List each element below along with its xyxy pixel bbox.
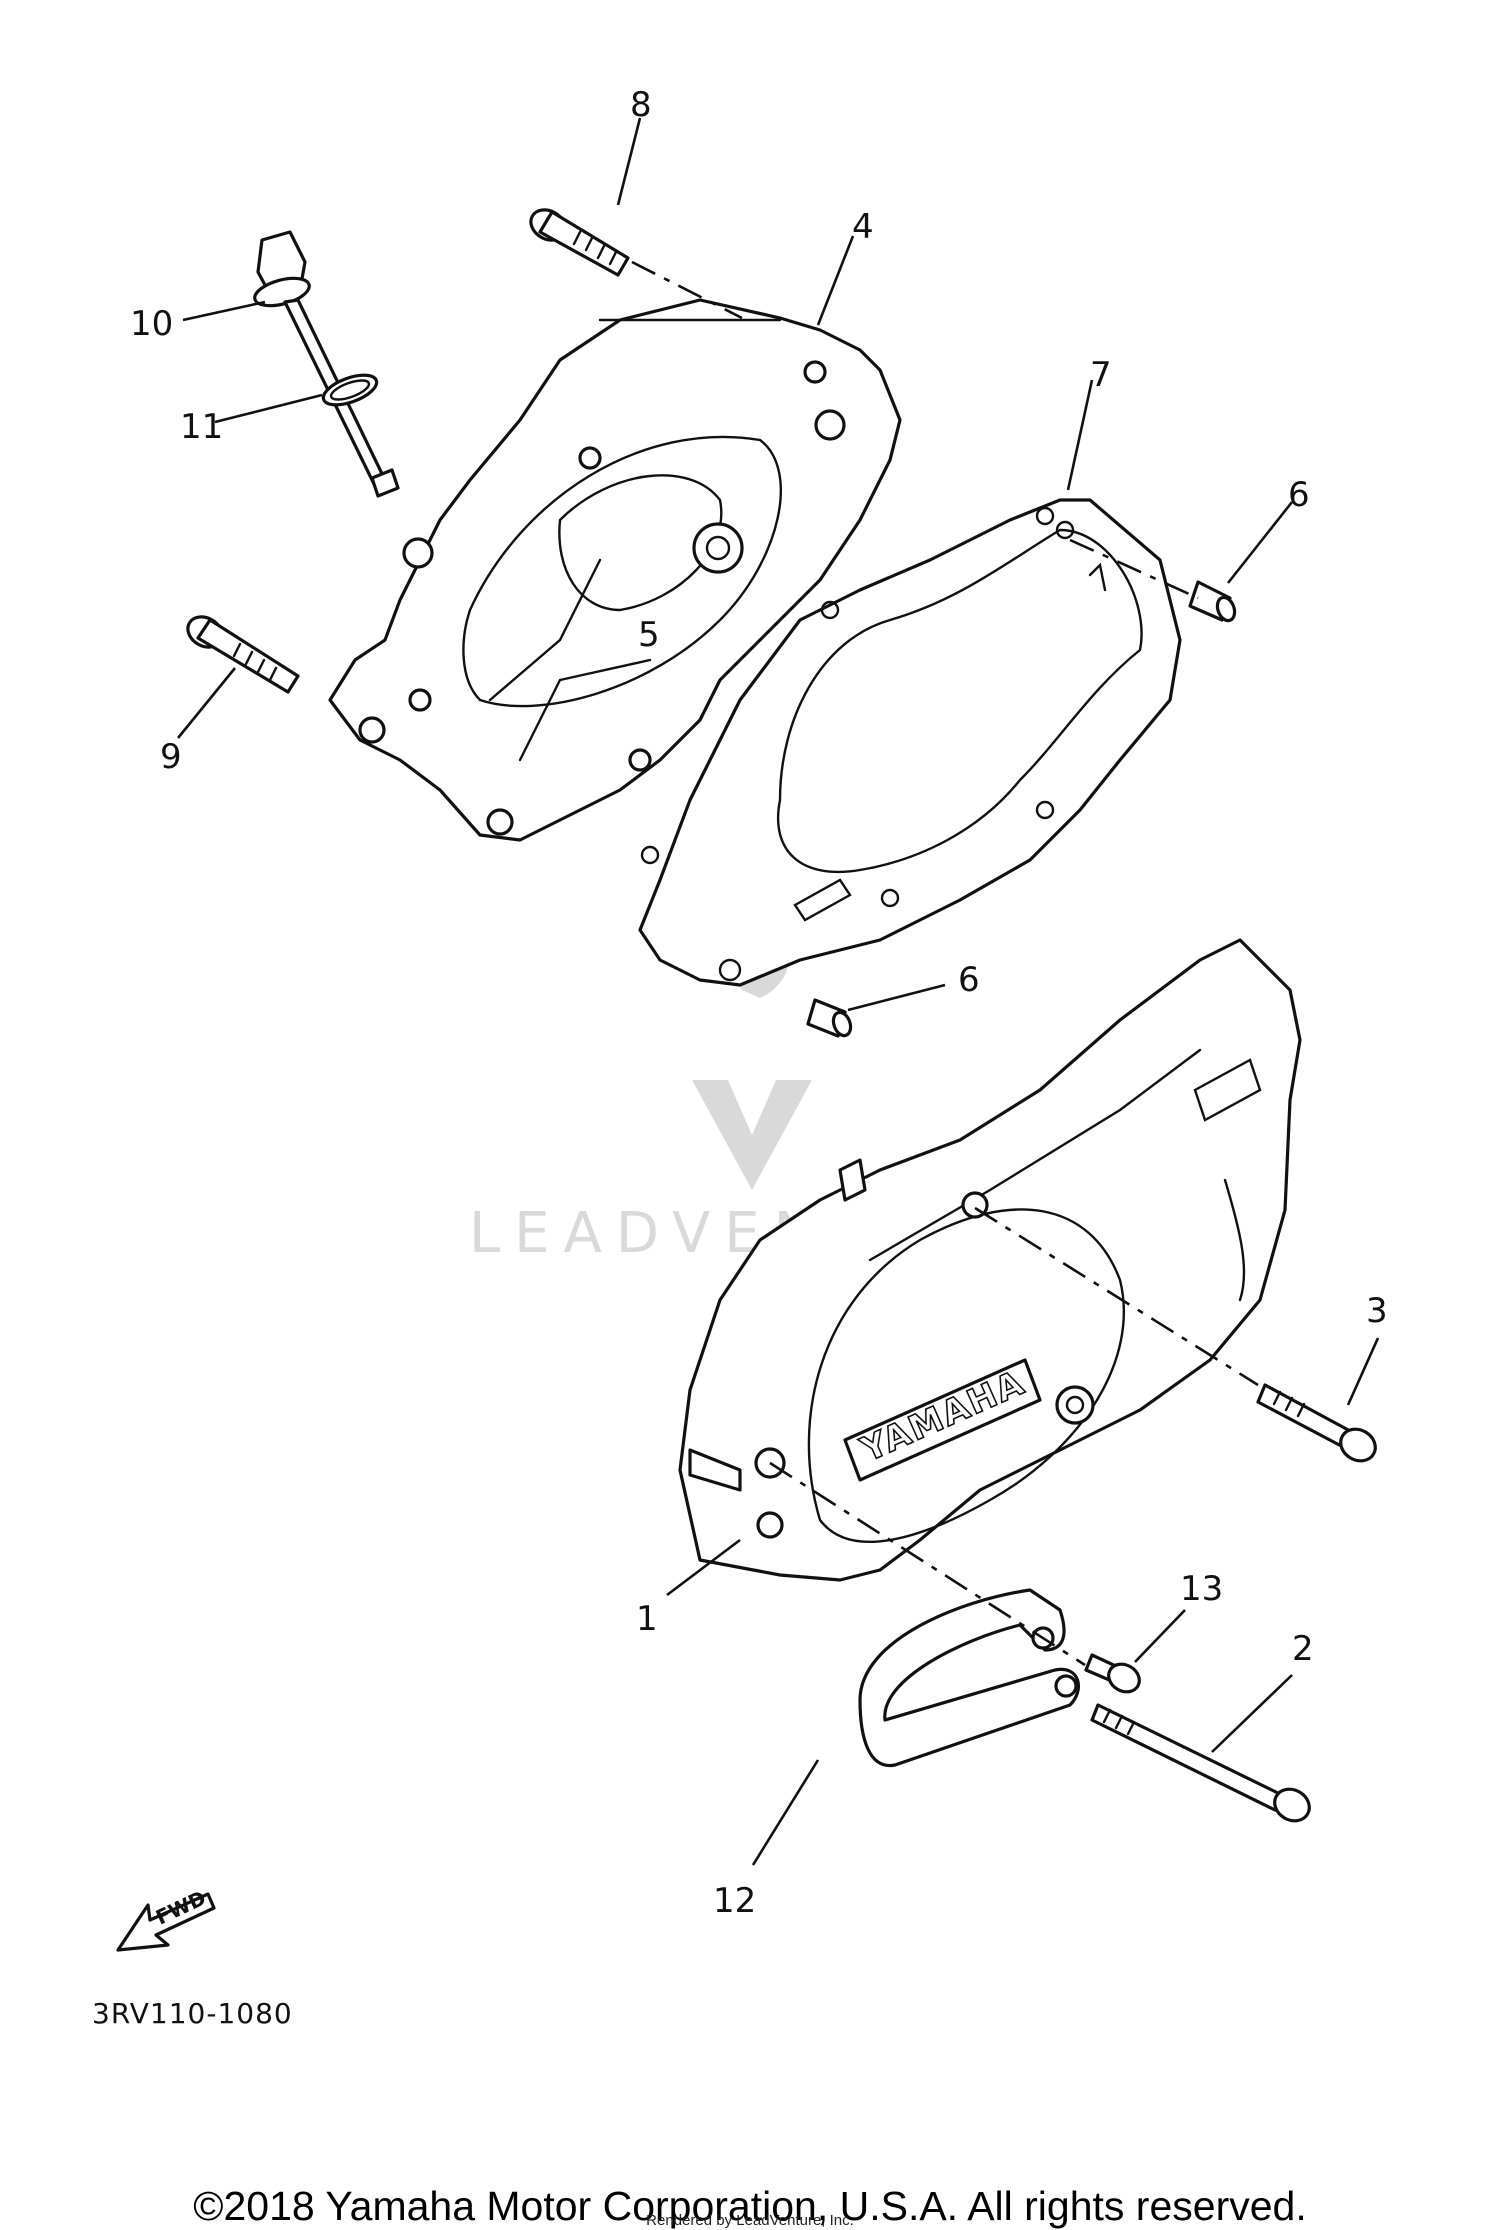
rendered-by-credit: Rendered by LeadVenture, Inc. bbox=[646, 2212, 854, 2229]
diagram-code: 3RV110-1080 bbox=[92, 1997, 293, 2030]
callout-4: 4 bbox=[852, 207, 874, 247]
leader-lines bbox=[176, 117, 1380, 1866]
cover-guard bbox=[858, 1588, 1080, 1768]
assembly-lines bbox=[631, 260, 1259, 1667]
o-ring bbox=[321, 373, 379, 407]
crankcase-cover-gasket bbox=[638, 498, 1182, 987]
screw-13 bbox=[1084, 1653, 1141, 1694]
bolt-3 bbox=[1256, 1383, 1377, 1463]
callout-12: 12 bbox=[713, 1881, 756, 1921]
callout-6-upper: 6 bbox=[1288, 475, 1310, 515]
callout-11: 11 bbox=[180, 407, 223, 447]
callout-5: 5 bbox=[638, 615, 660, 655]
callout-9: 9 bbox=[160, 737, 182, 777]
bolt-9 bbox=[186, 615, 300, 694]
bolt-8 bbox=[529, 208, 630, 277]
callout-8: 8 bbox=[630, 85, 652, 125]
crankcase-cover: YAMAHA bbox=[678, 938, 1302, 1582]
callout-1: 1 bbox=[636, 1599, 658, 1639]
oil-level-gauge bbox=[253, 230, 400, 498]
inner-crankcase-cover bbox=[328, 298, 902, 842]
bolt-2 bbox=[1090, 1703, 1311, 1823]
callout-2: 2 bbox=[1292, 1629, 1314, 1669]
callout-3: 3 bbox=[1366, 1291, 1388, 1331]
dowel-pin-lower bbox=[806, 998, 853, 1038]
callout-13: 13 bbox=[1180, 1569, 1223, 1609]
callout-10: 10 bbox=[130, 304, 173, 344]
copyright-notice: ©2018 Yamaha Motor Corporation, U.S.A. A… bbox=[193, 2183, 1307, 2229]
callout-6-lower: 6 bbox=[958, 960, 980, 1000]
dowel-pin-upper bbox=[1188, 580, 1237, 623]
callout-numbers: 1 2 3 4 5 6 6 7 8 9 10 11 12 13 bbox=[130, 85, 1388, 1921]
callout-7: 7 bbox=[1090, 355, 1112, 395]
forward-direction-arrow: FWD bbox=[116, 1886, 216, 1952]
